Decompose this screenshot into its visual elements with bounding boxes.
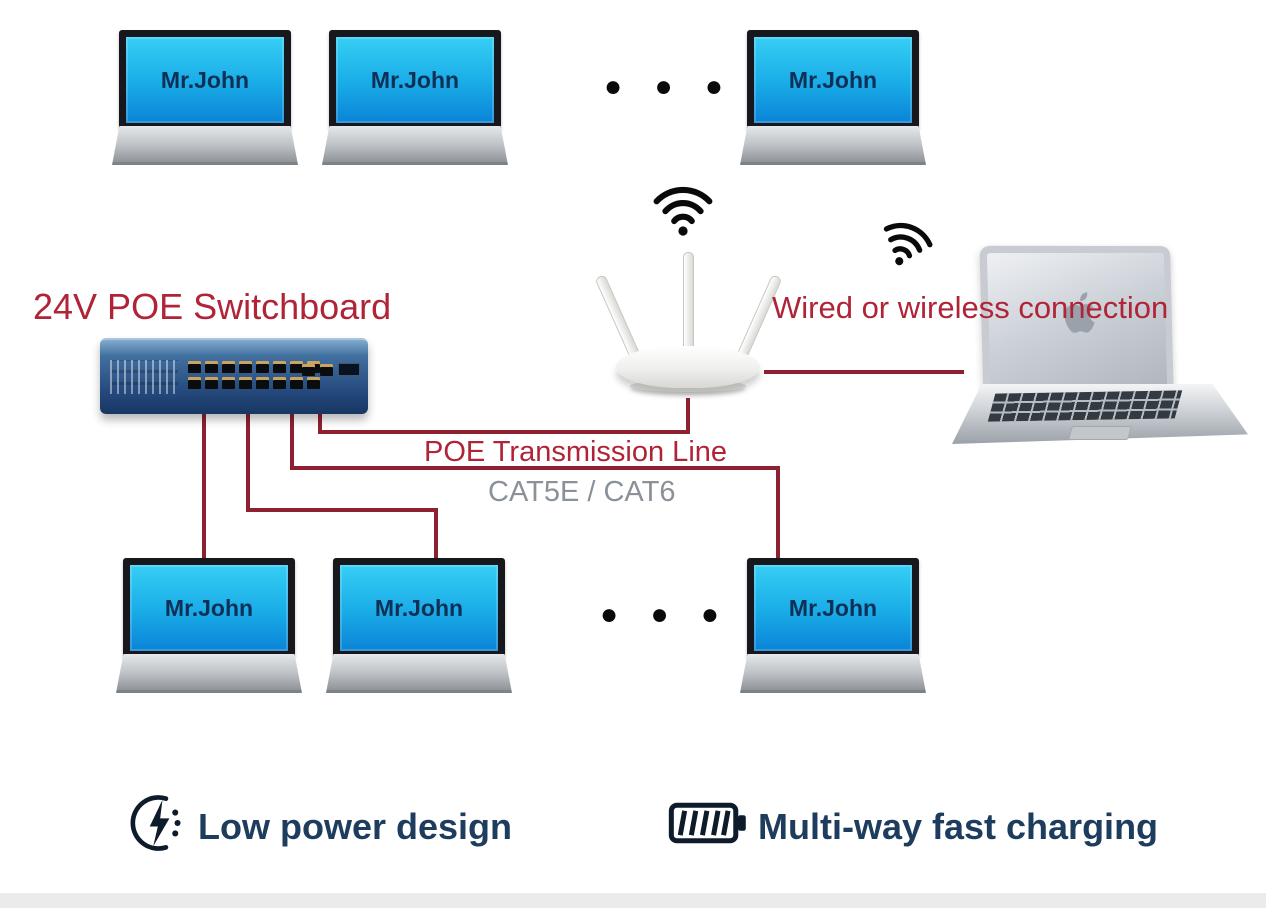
nameplate-display-bottom-1: Mr.John [116, 558, 302, 693]
wifi-icon [650, 180, 716, 243]
device-screen: Mr.John [119, 30, 291, 130]
apple-logo [1064, 292, 1095, 334]
sfp-slot [338, 363, 360, 376]
bottom-edge-strip [0, 893, 1266, 908]
line-to-bottom-device-3-h [290, 466, 780, 470]
line-to-bottom-device-1 [202, 412, 206, 558]
wireless-router [594, 252, 783, 402]
device-base [112, 126, 298, 165]
device-screen: Mr.John [329, 30, 501, 130]
nameplate-display-top-1: Mr.John [112, 30, 298, 165]
laptop-trackpad [1067, 426, 1133, 440]
line-router-to-laptop [764, 370, 964, 374]
line-switch-to-router [318, 430, 690, 434]
device-base [116, 654, 302, 693]
nameplate-display-top-3: Mr.John [740, 30, 926, 165]
router-body [616, 346, 760, 388]
line-to-bottom-device-3-v2 [776, 466, 780, 558]
multi-way-charging-label: Multi-way fast charging [758, 806, 1159, 847]
low-power-label: Low power design [198, 806, 513, 847]
switch-port-block [188, 361, 320, 389]
router-antenna [683, 252, 694, 358]
laptop [952, 245, 1248, 461]
device-screen-text: Mr.John [164, 594, 254, 621]
transmission-line-label: POE Transmission Line [424, 436, 728, 468]
device-screen-text: Mr.John [160, 66, 250, 93]
device-base [740, 126, 926, 165]
multi-way-charging-icon [668, 800, 748, 851]
low-power-icon [130, 794, 188, 857]
device-base [326, 654, 512, 693]
wifi-icon [868, 210, 941, 282]
nameplate-display-bottom-3: Mr.John [740, 558, 926, 693]
device-screen: Mr.John [123, 558, 295, 658]
connection-label: Wired or wireless connection [772, 290, 1169, 325]
switch-uplink-ports [302, 363, 360, 376]
device-screen-text: Mr.John [788, 66, 878, 93]
device-screen-text: Mr.John [370, 66, 460, 93]
nameplate-display-top-2: Mr.John [322, 30, 508, 165]
device-screen-text: Mr.John [374, 594, 464, 621]
device-base [322, 126, 508, 165]
device-screen-text: Mr.John [788, 594, 878, 621]
switch-led-panel [110, 360, 178, 394]
line-router-drop [686, 398, 690, 434]
device-base [740, 654, 926, 693]
nameplate-display-bottom-2: Mr.John [326, 558, 512, 693]
line-to-bottom-device-2-v2 [434, 508, 438, 558]
line-switch-riser [318, 410, 322, 434]
device-screen: Mr.John [747, 558, 919, 658]
line-to-bottom-device-3-v1 [290, 412, 294, 470]
ellipsis-bottom: ● ● ● [600, 598, 732, 631]
switchboard-label: 24V POE Switchboard [33, 286, 392, 327]
laptop-screen [979, 245, 1174, 412]
line-to-bottom-device-2-h [246, 508, 438, 512]
device-screen: Mr.John [333, 558, 505, 658]
cable-type-label: CAT5E / CAT6 [488, 476, 676, 508]
device-screen: Mr.John [747, 30, 919, 130]
ellipsis-top: ● ● ● [604, 70, 736, 103]
laptop-keys [987, 390, 1183, 422]
poe-switch [100, 338, 368, 414]
line-to-bottom-device-2-v1 [246, 412, 250, 512]
